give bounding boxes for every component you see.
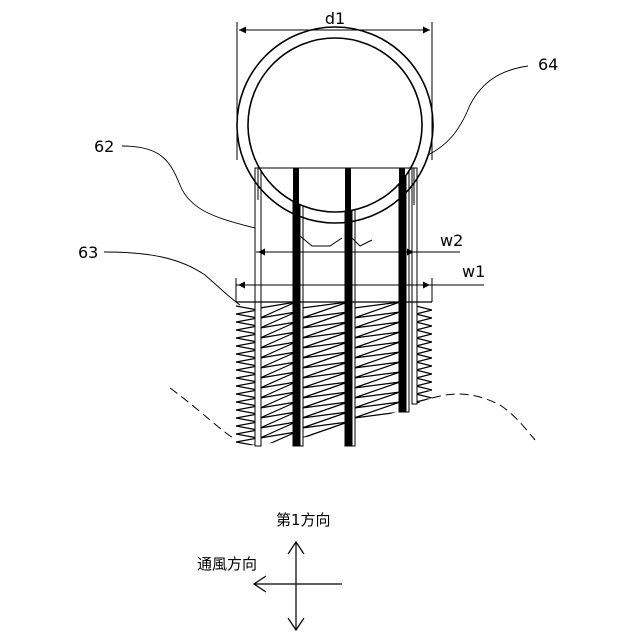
fin-zigzag-section-3 [354,302,400,448]
ref-label-63: 63 [78,243,98,262]
leader-64 [428,66,528,155]
header-pipe-inner [248,38,422,212]
leader-62 [122,146,255,228]
tube-plate-4-edge [406,168,409,412]
d1-label: d1 [325,9,345,28]
tube-end-notch-1 [300,236,342,246]
direction-cross [254,542,342,630]
dimension-w1 [236,278,484,302]
leader-63 [104,252,240,305]
ref-label-64: 64 [538,55,558,74]
tube-plate-2-edge [300,168,303,446]
fin-zigzag-right [416,306,432,406]
tube-plate-1 [255,168,261,446]
fin-zigzag-section-1 [260,302,296,448]
ref-label-62: 62 [94,137,114,156]
fin-zigzag-section-2 [302,302,348,448]
airflow-direction-label: 通風方向 [197,555,257,573]
first-direction-label: 第1方向 [276,511,331,529]
w1-label: w1 [462,262,485,281]
w2-label: w2 [440,231,463,250]
